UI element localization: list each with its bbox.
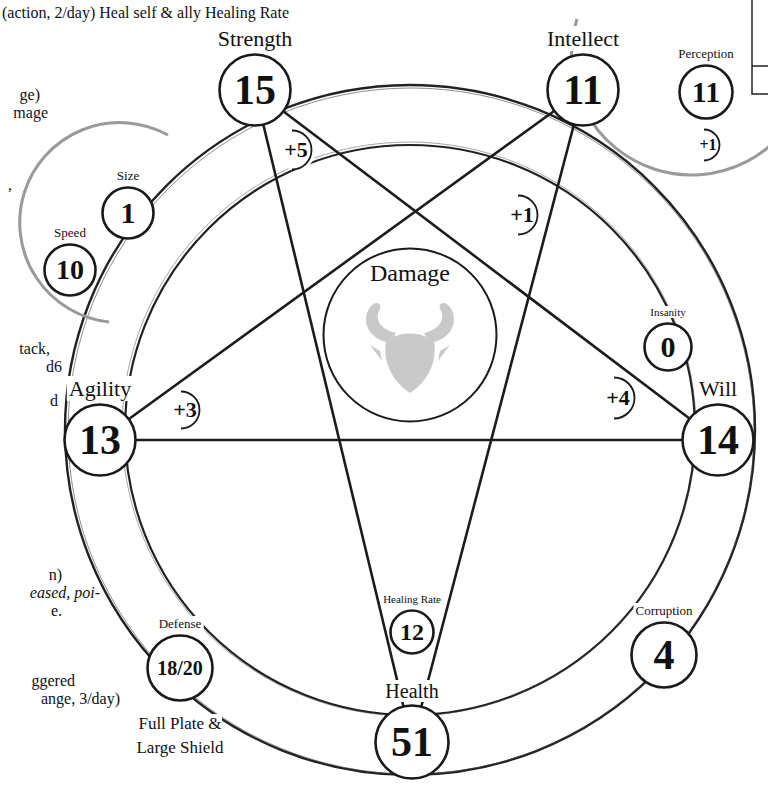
demon-silhouette bbox=[366, 303, 454, 393]
rules-text: ggered bbox=[31, 672, 75, 689]
stat-value: +1 bbox=[510, 204, 534, 226]
stat-value: 18/20 bbox=[157, 658, 203, 678]
stat-name: Size bbox=[115, 168, 141, 183]
stat-circle: Insanity0 bbox=[643, 322, 693, 372]
modifier-circle: +5 bbox=[275, 129, 317, 171]
stat-name: Healing Rate bbox=[381, 593, 443, 605]
stat-name: Corruption bbox=[633, 603, 694, 618]
stat-circle: Size1 bbox=[101, 186, 155, 240]
stat-value: 12 bbox=[400, 620, 424, 644]
modifier-circle: +4 bbox=[596, 376, 640, 420]
rules-text: eased, poi- bbox=[30, 584, 100, 601]
stat-circle: Healing Rate12 bbox=[389, 609, 435, 655]
stat-name: Defense bbox=[157, 616, 204, 631]
stat-value: 14 bbox=[697, 419, 739, 461]
stat-circle: Health51 bbox=[374, 704, 450, 780]
stat-value: 11 bbox=[692, 77, 720, 107]
stat-value: 11 bbox=[563, 69, 603, 111]
stat-name: Insanity bbox=[648, 306, 687, 318]
rules-text: , bbox=[8, 176, 12, 193]
inner-ring-sketch bbox=[122, 142, 696, 716]
rules-text: tack, bbox=[19, 340, 50, 357]
rules-text: ge) bbox=[20, 86, 40, 103]
stat-circle: Corruption4 bbox=[630, 621, 698, 689]
pentagram-line bbox=[137, 439, 681, 442]
stat-value: +1 bbox=[699, 137, 716, 153]
stat-name: Health bbox=[383, 680, 440, 702]
rules-text: e. bbox=[51, 602, 62, 619]
stat-name: Strength bbox=[216, 26, 295, 51]
stat-circle: Defense18/20 bbox=[146, 634, 214, 702]
rules-text: n) bbox=[49, 566, 62, 583]
stat-value: 51 bbox=[391, 721, 433, 763]
equipment-note: Full Plate & Large Shield bbox=[136, 714, 223, 757]
rules-text: mage bbox=[13, 104, 48, 121]
stat-value: 1 bbox=[121, 198, 136, 228]
stat-name: Agility bbox=[67, 376, 133, 401]
damage-circle: Damage bbox=[322, 247, 498, 423]
rules-text: (action, 2/day) Heal self & ally Healing… bbox=[2, 4, 289, 21]
stat-circle: Will14 bbox=[681, 403, 755, 477]
stat-name: Intellect bbox=[545, 26, 621, 51]
stat-name: Will bbox=[697, 376, 739, 401]
modifier-circle: +1 bbox=[691, 128, 725, 162]
pentagram-line bbox=[422, 126, 574, 705]
stat-value: 13 bbox=[79, 419, 121, 461]
stat-value: Damage bbox=[370, 261, 450, 285]
stat-circle: Strength15 bbox=[218, 53, 292, 127]
modifier-circle: +1 bbox=[501, 194, 543, 236]
stat-value: 15 bbox=[234, 69, 276, 111]
stat-value: +5 bbox=[284, 139, 308, 161]
inner-ring bbox=[125, 145, 695, 715]
stat-value: 10 bbox=[56, 256, 84, 284]
stat-value: 4 bbox=[654, 634, 675, 676]
modifier-circle: +3 bbox=[165, 390, 205, 430]
stat-circle: Perception11 bbox=[678, 64, 734, 120]
stat-circle: Agility13 bbox=[63, 403, 137, 477]
stat-value: +3 bbox=[173, 399, 197, 421]
stat-circle: Speed10 bbox=[43, 243, 97, 297]
stat-value: +4 bbox=[606, 387, 630, 409]
outer-ring bbox=[65, 85, 755, 775]
rules-text: d6 bbox=[46, 358, 62, 375]
table-corner bbox=[752, 0, 768, 94]
stat-circle: Intellect11 bbox=[546, 53, 620, 127]
rules-text: d bbox=[50, 392, 58, 409]
stat-name: Speed bbox=[52, 225, 88, 240]
grey-arc bbox=[20, 123, 168, 322]
stat-name: Perception bbox=[676, 46, 736, 61]
rules-text: ange, 3/day) bbox=[41, 690, 120, 707]
outer-ring-sketch bbox=[68, 88, 754, 774]
stat-value: 0 bbox=[661, 332, 676, 362]
